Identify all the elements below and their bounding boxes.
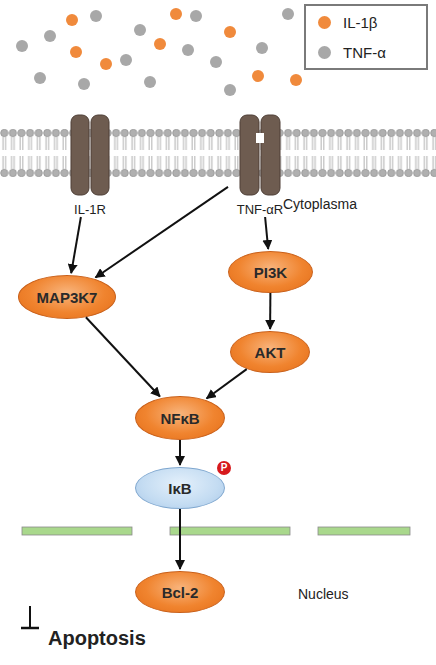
legend-box: IL-1βTNF-α [304, 4, 428, 70]
phosphate-mark: P [217, 461, 231, 475]
receptor-symbol [62, 113, 118, 197]
process-label: Apoptosis [48, 627, 146, 650]
node-label: MAP3K7 [37, 289, 98, 306]
node-label: NFκB [160, 410, 199, 427]
legend-text: TNF-α [343, 44, 386, 61]
protein-node: Bcl-2 [135, 571, 225, 613]
signal-arrow [71, 217, 81, 273]
region-label: Nucleus [298, 586, 349, 602]
cell-membrane [0, 129, 436, 177]
node-label: PI3K [254, 264, 287, 281]
signal-arrow [207, 369, 247, 398]
legend-swatch [318, 46, 331, 59]
protein-node: NFκB [135, 396, 225, 440]
ligand-dots [16, 8, 302, 96]
signal-arrow [265, 217, 268, 249]
receptor-symbol [228, 113, 292, 197]
node-label: AKT [255, 344, 286, 361]
signal-arrow [96, 187, 229, 278]
protein-node: AKT [230, 331, 310, 373]
node-label: IκB [168, 480, 191, 497]
nuclear-membrane [22, 527, 410, 535]
inhibition-symbol [21, 606, 39, 628]
node-label: Bcl-2 [162, 584, 199, 601]
signal-arrow [269, 293, 271, 329]
receptor: TNF-αR [228, 113, 292, 217]
legend-row: IL-1β [318, 12, 377, 32]
legend-swatch [318, 16, 331, 29]
receptor-label: IL-1R [52, 202, 128, 217]
signal-arrow [179, 509, 181, 569]
signal-arrow [179, 440, 181, 465]
protein-node: PI3K [228, 251, 313, 293]
receptor: IL-1R [62, 113, 118, 217]
protein-node: MAP3K7 [18, 275, 116, 319]
protein-node: IκB [135, 467, 225, 509]
signal-arrow [86, 317, 160, 396]
legend-row: TNF-α [318, 42, 386, 62]
legend-text: IL-1β [343, 14, 377, 31]
region-label: Cytoplasma [283, 196, 357, 212]
